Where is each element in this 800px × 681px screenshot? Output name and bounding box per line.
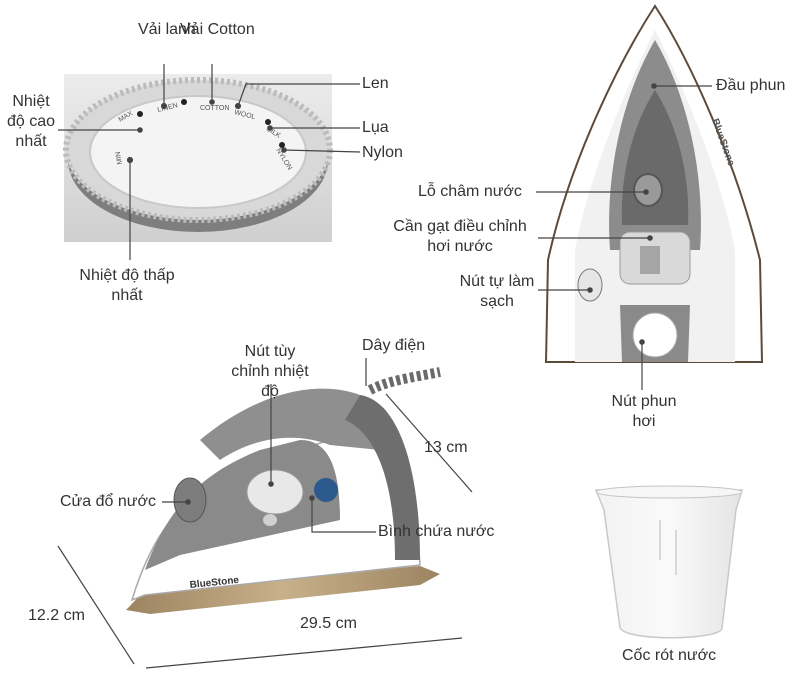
dimension-height: 13 cm (424, 439, 468, 456)
label-linen: Vải lanh (138, 21, 196, 38)
label-fill-door: Cửa đổ nước (60, 493, 156, 510)
side-view-brand: BlueStone (189, 575, 240, 591)
label-nozzle: Đầu phun (716, 77, 786, 94)
dimension-length: 29.5 cm (300, 615, 357, 632)
engraved-cotton: COTTON (200, 105, 229, 112)
label-cup: Cốc rót nước (622, 647, 717, 664)
dimension-width: 12.2 cm (28, 607, 85, 624)
water-cup (594, 485, 744, 639)
label-silk: Lụa (362, 119, 389, 136)
iron-top-view: BlueStone (544, 4, 764, 363)
engraved-min: MIN (115, 151, 124, 165)
label-temp-knob: Nút tùy chỉnh nhiệt độ (231, 343, 309, 400)
label-tank: Bình chứa nước (378, 523, 495, 540)
label-max-temp: Nhiệt độ cao nhất (6, 93, 56, 150)
label-self-clean: Nút tự làm sạch (459, 273, 535, 310)
engraved-linen: LINEN (157, 102, 179, 114)
dial-photo: MAX LINEN COTTON WOOL SILK NYLON MIN (63, 74, 333, 242)
label-nylon: Nylon (362, 144, 403, 161)
label-cotton: Vải Cotton (180, 21, 255, 38)
label-steam-lever: Cần gạt điều chỉnh hơi nước (393, 218, 527, 255)
label-wool: Len (362, 75, 389, 92)
label-min-temp: Nhiệt độ thấp nhất (79, 267, 175, 304)
iron-side-view: BlueStone (126, 367, 441, 614)
leader-lines (57, 64, 712, 669)
label-cord: Dây điện (362, 337, 426, 354)
engraved-wool: WOOL (234, 109, 257, 121)
label-spray-hole: Lỗ châm nước (418, 183, 522, 200)
label-steam-button: Nút phun hơi (611, 393, 677, 430)
